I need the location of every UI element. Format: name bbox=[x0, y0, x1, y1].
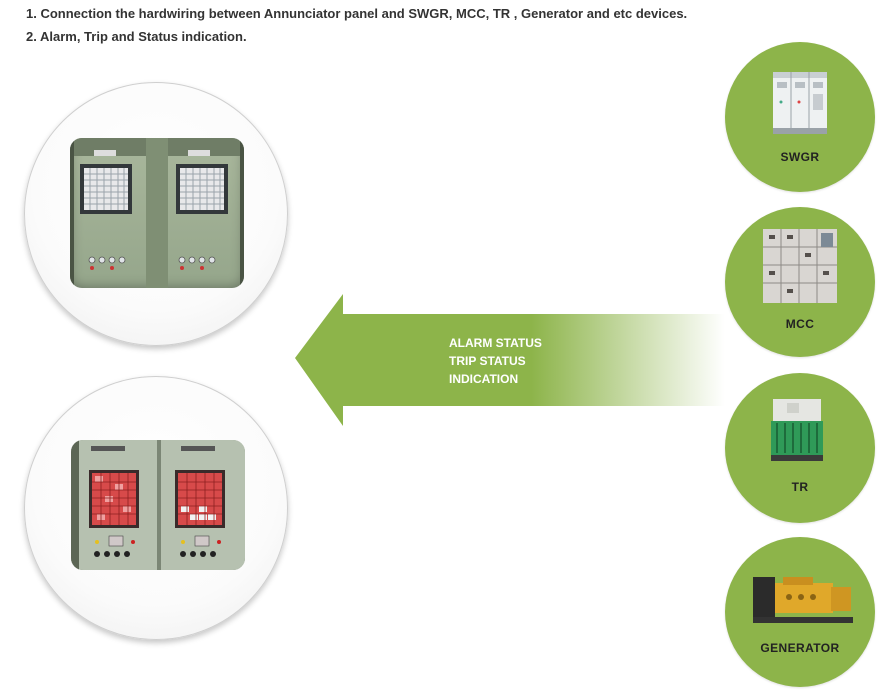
generator-image bbox=[753, 577, 853, 623]
note-hardwiring: 1. Connection the hardwiring between Ann… bbox=[26, 6, 688, 21]
mcc-image bbox=[763, 229, 837, 303]
note-indication: 2. Alarm, Trip and Status indication. bbox=[26, 29, 247, 44]
device-mcc: MCC bbox=[725, 207, 875, 357]
annunciator-panel-circle-2 bbox=[24, 376, 288, 640]
arrow-line-trip-status: TRIP STATUS bbox=[449, 354, 526, 368]
annunciator-panel-photo-1 bbox=[70, 138, 244, 288]
annunciator-panel-photo-2 bbox=[71, 440, 245, 570]
device-label-generator: GENERATOR bbox=[760, 641, 840, 655]
device-label-tr: TR bbox=[791, 480, 809, 494]
transformer-image bbox=[771, 399, 823, 461]
device-label-mcc: MCC bbox=[785, 317, 815, 331]
device-tr: TR bbox=[725, 373, 875, 523]
arrow-line-alarm-status: ALARM STATUS bbox=[449, 336, 542, 350]
swgr-image bbox=[773, 72, 827, 134]
arrow-label: ALARM STATUS TRIP STATUS INDICATION bbox=[449, 334, 542, 388]
arrow-line-indication: INDICATION bbox=[449, 372, 519, 386]
annunciator-panel-circle-1 bbox=[24, 82, 288, 346]
notes: 1. Connection the hardwiring between Ann… bbox=[26, 2, 687, 48]
device-label-swgr: SWGR bbox=[780, 150, 820, 164]
device-swgr: SWGR bbox=[725, 42, 875, 192]
device-generator: GENERATOR bbox=[725, 537, 875, 687]
signal-arrow bbox=[295, 294, 725, 426]
